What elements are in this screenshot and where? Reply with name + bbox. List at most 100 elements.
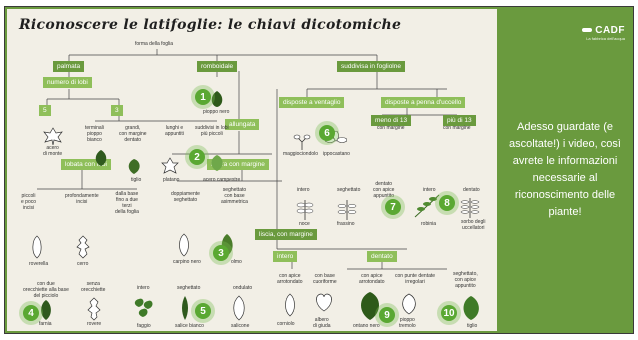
rowan-leaf-icon: [460, 198, 480, 218]
label-seghettato-b: seghettato: [177, 285, 201, 291]
label-dentato-2: dentato: [463, 187, 480, 193]
locust-leaf-icon: [414, 194, 440, 218]
label-tiglio: tiglio: [131, 177, 142, 183]
maple-leaf-icon: [43, 127, 63, 145]
linden-b-leaf-icon: [463, 296, 479, 320]
judas-tree-leaf-icon: [316, 293, 332, 312]
label-con-margine-2: con margine: [443, 125, 471, 131]
chart-title: Riconoscere le latifoglie: le chiavi dic…: [19, 17, 402, 33]
marker-8: 8: [439, 195, 455, 211]
label-acero-campestre: acero campestre: [203, 177, 241, 183]
label-platano: platano: [163, 177, 180, 183]
node-meno-13: meno di 13: [371, 115, 412, 126]
logo-subtitle: La fabbrica dell'acqua: [586, 36, 625, 41]
black-poplar-leaf-icon: [211, 91, 223, 107]
marker-5: 5: [195, 303, 211, 319]
label-rovere: rovere: [87, 321, 102, 327]
label-cerro: cerro: [77, 261, 89, 267]
goat-willow-leaf-icon: [233, 295, 245, 321]
hornbeam-leaf-icon: [179, 233, 189, 257]
aspen-leaf-icon: [402, 293, 416, 315]
label-intero-2: intero: [423, 187, 436, 193]
marker-6: 6: [319, 125, 335, 141]
label-intero-r: intero: [297, 187, 310, 193]
laburnum-leaf-icon: [293, 134, 311, 150]
marker-10: 10: [441, 305, 457, 321]
english-oak-leaf-icon: [41, 300, 51, 320]
sessile-oak-leaf-icon: [87, 297, 101, 321]
node-allungata: allungata: [225, 119, 260, 130]
label-robinia: robinia: [421, 221, 437, 227]
marker-4: 4: [23, 305, 39, 321]
beech-leaf-icon: [134, 298, 153, 317]
marker-7: 7: [385, 199, 401, 215]
marker-2: 2: [189, 149, 205, 165]
dichotomous-key-chart: Riconoscere le latifoglie: le chiavi dic…: [7, 9, 497, 331]
label-ippocastano: ippocastano: [323, 151, 350, 157]
label-farnia: farnia: [39, 321, 52, 327]
label-intero-b: intero: [137, 285, 150, 291]
marker-1: 1: [195, 89, 211, 105]
marker-3: 3: [213, 245, 229, 261]
walnut-leaf-icon: [296, 200, 314, 220]
node-numero-lobi: numero di lobi: [43, 77, 92, 88]
node-suddivisa: suddivisa in fogliolne: [337, 61, 405, 72]
dogwood-leaf-icon: [285, 293, 295, 317]
white-willow-leaf-icon: [182, 296, 188, 320]
ash-leaf-icon: [337, 200, 357, 220]
node-intera-margine: intera con margine: [207, 159, 269, 170]
alder-leaf-icon: [361, 292, 379, 320]
video-frame: Riconoscere le latifoglie: le chiavi dic…: [4, 6, 634, 334]
linden-leaf-icon: [128, 159, 140, 174]
side-panel: CADF La fabbrica dell'acqua Adesso guard…: [497, 9, 633, 331]
label-corniolo: corniolo: [277, 321, 295, 327]
root-label: forma della foglia: [135, 41, 174, 47]
node-intero: intero: [273, 251, 298, 262]
label-pioppo-nero: pioppo nero: [203, 109, 230, 115]
node-lobi-5: 5: [39, 105, 51, 116]
node-palmata: palmata: [53, 61, 85, 72]
marker-9: 9: [379, 307, 395, 323]
label-salicone: salicone: [231, 323, 250, 329]
label-faggio: faggio: [137, 323, 151, 329]
node-disposte-ventaglio: disposte a ventaglio: [279, 97, 345, 108]
poplar-leaf-icon: [95, 150, 107, 166]
node-lobi-3: 3: [111, 105, 123, 116]
label-salice-bianco: salice bianco: [175, 323, 204, 329]
node-lobata: lobata con lobi: [61, 159, 111, 170]
label-roverella: roverella: [29, 261, 49, 267]
node-piu-13: più di 13: [443, 115, 476, 126]
label-frassino: frassino: [337, 221, 355, 227]
node-disposte-penna: disposte a penna d'uccello: [381, 97, 466, 108]
downy-oak-leaf-icon: [32, 235, 42, 259]
label-ontano-nero: ontano nero: [353, 323, 380, 329]
plane-leaf-icon: [161, 157, 179, 174]
cadf-logo: CADF La fabbrica dell'acqua: [582, 25, 625, 41]
instruction-message: Adesso guardate (e ascoltate!) i video, …: [509, 121, 621, 218]
field-maple-leaf-icon: [211, 155, 223, 171]
wave-icon: [582, 28, 593, 33]
label-maggiociondolo: maggiociondolo: [283, 151, 319, 157]
node-dentato: dentato: [367, 251, 397, 262]
label-olmo: olmo: [231, 259, 242, 265]
label-tiglio-b: tiglio: [467, 323, 478, 329]
turkey-oak-leaf-icon: [76, 235, 90, 259]
